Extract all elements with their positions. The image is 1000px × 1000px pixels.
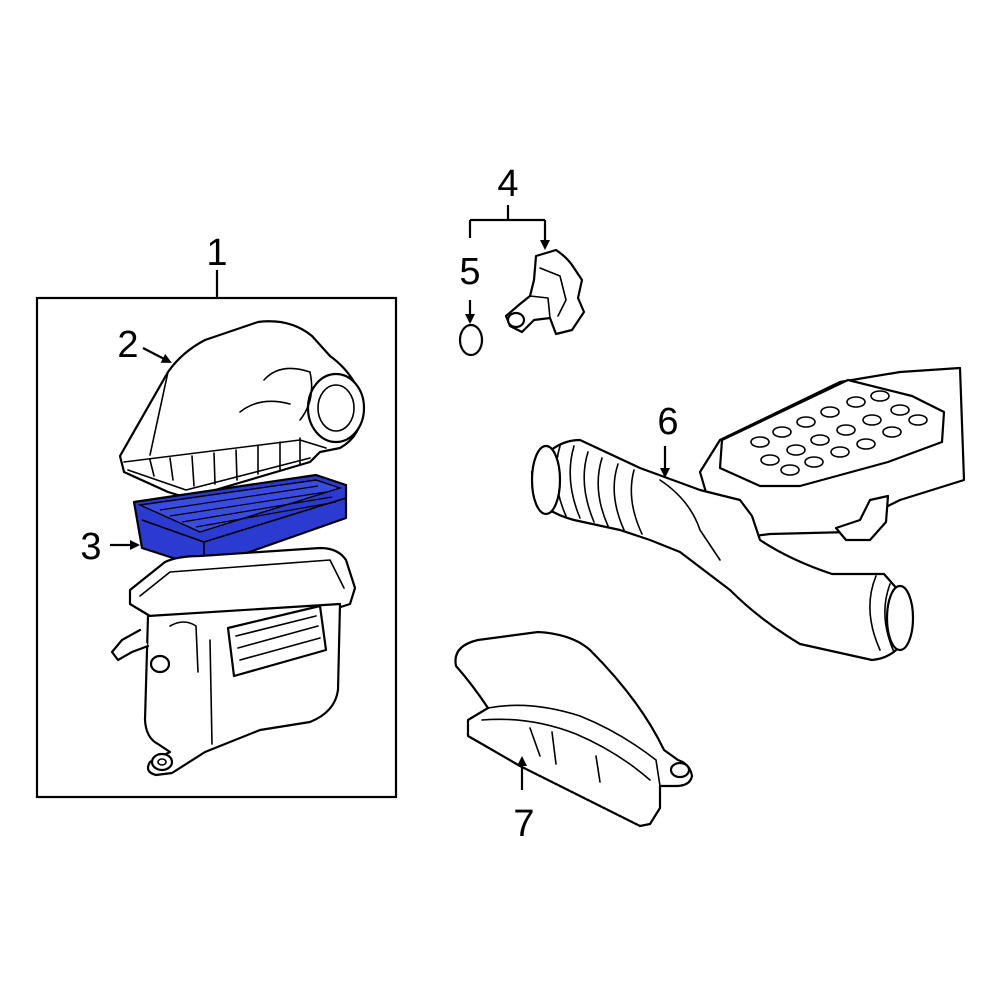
- callout-6: 6: [657, 401, 678, 443]
- callout-4: 4: [497, 163, 518, 205]
- resonator-holes: [750, 390, 928, 476]
- callout-4-bracket: [468, 205, 550, 250]
- cover-ribs: [149, 437, 301, 487]
- part-2-upper-cover: [118, 320, 366, 500]
- callout-5: 5: [459, 251, 480, 293]
- assembly-box: [35, 270, 398, 799]
- part-4-sensor: [504, 248, 586, 336]
- callout-leaders: [110, 347, 172, 550]
- part-5-o-ring: [458, 300, 484, 357]
- callout-3: 3: [80, 526, 101, 568]
- callout-7: 7: [513, 803, 534, 845]
- part-6-intake-duct: [530, 366, 966, 662]
- lower-case: [110, 546, 357, 777]
- part-7-intake-scoop: [454, 630, 694, 828]
- callout-1: 1: [206, 232, 227, 274]
- part-3-filter-element: [132, 473, 348, 570]
- callout-2: 2: [117, 324, 138, 366]
